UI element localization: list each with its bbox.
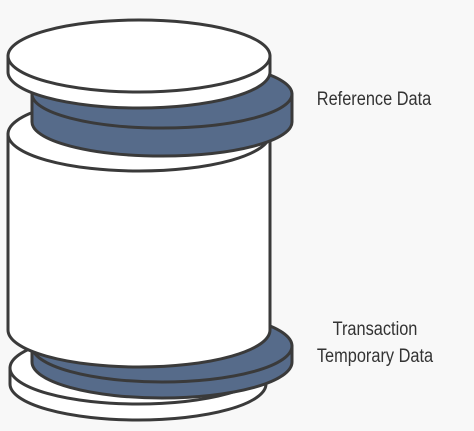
reference-data-text: Reference Data [316, 89, 432, 110]
reference-data-label: Reference Data [307, 86, 441, 113]
temporary-data-text: Temporary Data [316, 346, 434, 367]
transaction-temporary-data-label: Transaction Temporary Data [305, 316, 444, 370]
top-lid-disc [6, 18, 272, 110]
transaction-text: Transaction [332, 319, 418, 340]
